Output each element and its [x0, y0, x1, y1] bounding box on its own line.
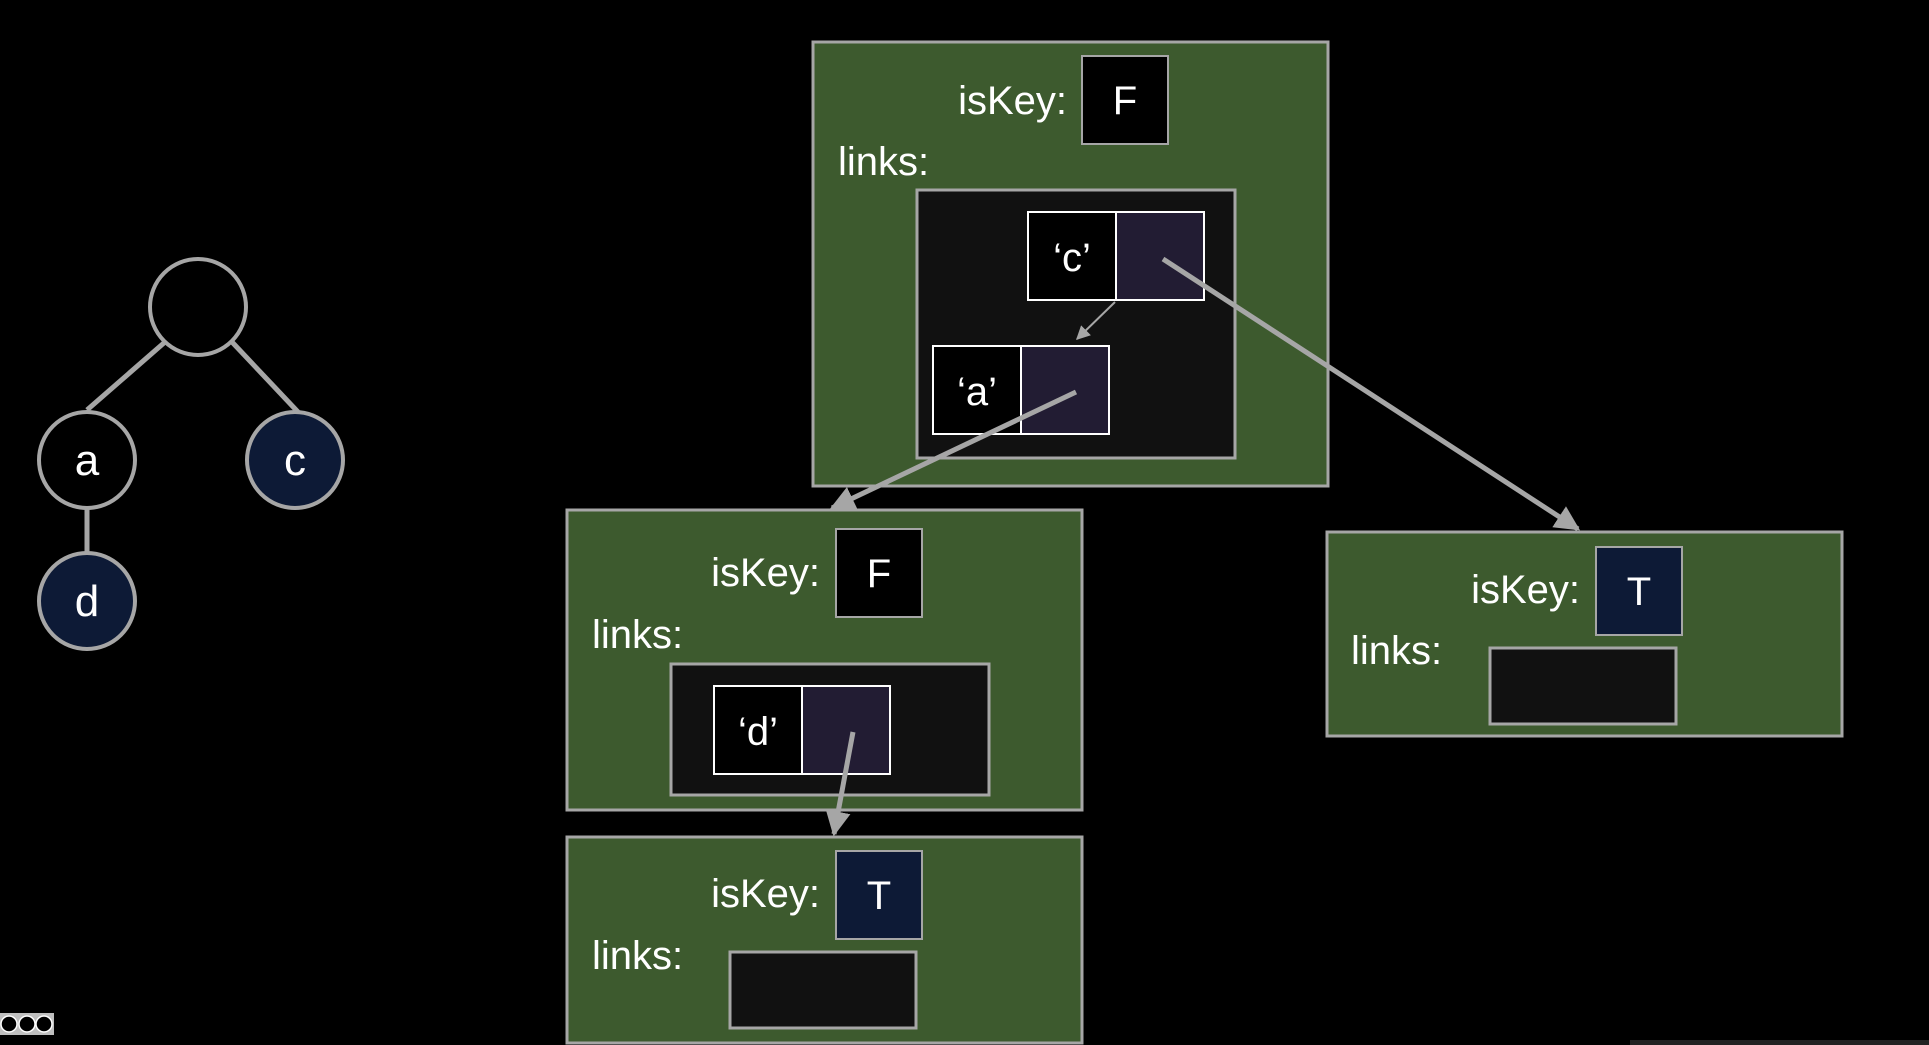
c-iskey-label: isKey:	[1471, 568, 1580, 612]
c-iskey-box	[1595, 546, 1683, 636]
creative-commons-by-nc-sa-icon	[0, 1013, 54, 1045]
root-iskey-box	[1081, 55, 1169, 145]
edge-root-c	[230, 340, 300, 414]
root-links-label: links:	[838, 140, 929, 184]
edge-root-a	[85, 340, 167, 412]
root-entry-c-key	[1027, 211, 1117, 301]
tree-node-a: a	[37, 410, 137, 510]
a-entry-d-key	[713, 685, 803, 775]
tree-node-d-label: d	[75, 577, 99, 626]
tree-node-d: d	[37, 551, 137, 651]
trie-node-c: isKey: T links:	[1325, 530, 1844, 738]
root-iskey-value: F	[1113, 79, 1137, 123]
conceptual-tree: a c d	[37, 257, 345, 651]
root-entry-a-key	[932, 345, 1022, 435]
c-links-box	[1488, 646, 1678, 726]
pointer-arrow-a	[829, 389, 1078, 511]
pointer-arrow-d	[825, 731, 856, 837]
pointer-arrow-c	[1161, 256, 1581, 532]
c-links-label: links:	[1351, 629, 1442, 673]
a-links-label: links:	[592, 613, 683, 657]
trie-node-d: isKey: T links:	[565, 835, 1084, 1045]
a-iskey-label: isKey:	[711, 551, 820, 595]
bottom-bar	[1630, 1040, 1929, 1045]
a-iskey-box	[835, 528, 923, 618]
tree-node-a-label: a	[75, 436, 100, 485]
d-iskey-value: T	[867, 874, 891, 918]
d-links-box	[728, 950, 918, 1030]
trie-node-a: isKey: F links: ‘d’	[565, 508, 1084, 812]
root-iskey-label: isKey:	[958, 79, 1067, 123]
trie-node-root: isKey: F links: ‘c’ ‘a’	[811, 40, 1330, 488]
tree-node-root	[148, 257, 248, 357]
entry-next-arrow	[1075, 301, 1116, 340]
d-iskey-box	[835, 850, 923, 940]
d-links-label: links:	[592, 934, 683, 978]
c-iskey-value: T	[1627, 570, 1651, 614]
root-entry-c-pointer	[1115, 211, 1205, 301]
tree-node-c-label: c	[284, 436, 306, 485]
tree-node-c: c	[245, 410, 345, 510]
root-entry-a-pointer	[1020, 345, 1110, 435]
a-entry-d-label: ‘d’	[738, 710, 778, 754]
root-entry-a-label: ‘a’	[957, 370, 997, 414]
root-entry-c-label: ‘c’	[1053, 236, 1091, 280]
a-iskey-value: F	[867, 552, 891, 596]
d-iskey-label: isKey:	[711, 872, 820, 916]
